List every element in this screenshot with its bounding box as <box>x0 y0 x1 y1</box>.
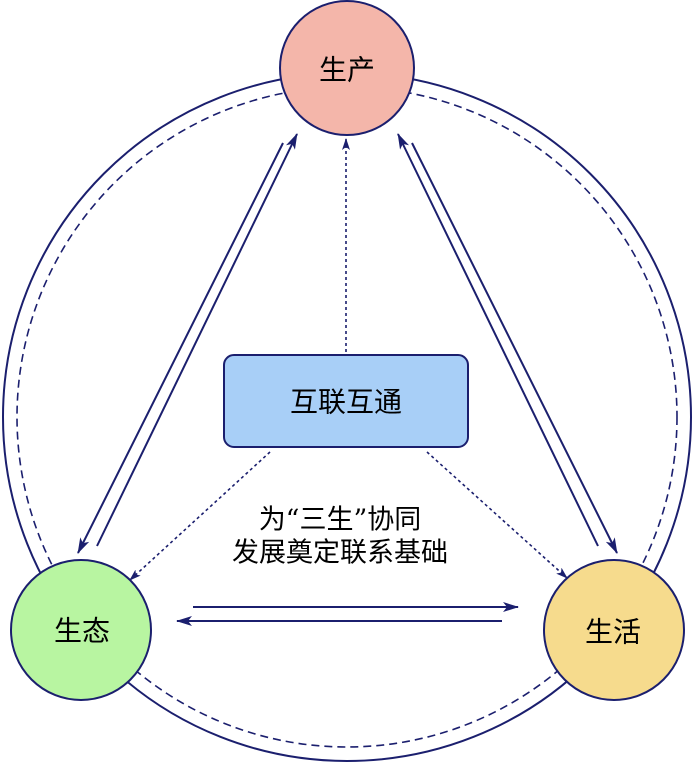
arrow-production-to-ecology <box>77 142 284 554</box>
node-production: 生产 <box>279 0 415 136</box>
arrow-living-to-production <box>397 133 599 547</box>
node-living-label: 生活 <box>585 616 641 649</box>
node-living-circle <box>543 559 685 701</box>
hub-box-rect <box>223 354 469 448</box>
hub-label: 互联互通 <box>290 386 402 419</box>
node-living: 生活 <box>543 559 685 701</box>
arrow-ecology-to-production <box>96 133 298 547</box>
arrow-production-to-living <box>411 142 618 554</box>
node-production-circle <box>279 0 415 136</box>
node-ecology-circle <box>10 559 152 701</box>
hub-box: 互联互通 <box>223 354 469 448</box>
dotted-arrow-hub-to-living <box>426 451 568 579</box>
node-ecology: 生态 <box>10 559 152 701</box>
dotted-arrow-hub-to-ecology <box>129 451 271 581</box>
node-production-label: 生产 <box>319 54 375 87</box>
caption-line-2: 发展奠定联系基础 <box>232 538 448 569</box>
node-ecology-label: 生态 <box>54 615 110 648</box>
caption-line-1: 为“三生”协同 <box>259 505 422 536</box>
